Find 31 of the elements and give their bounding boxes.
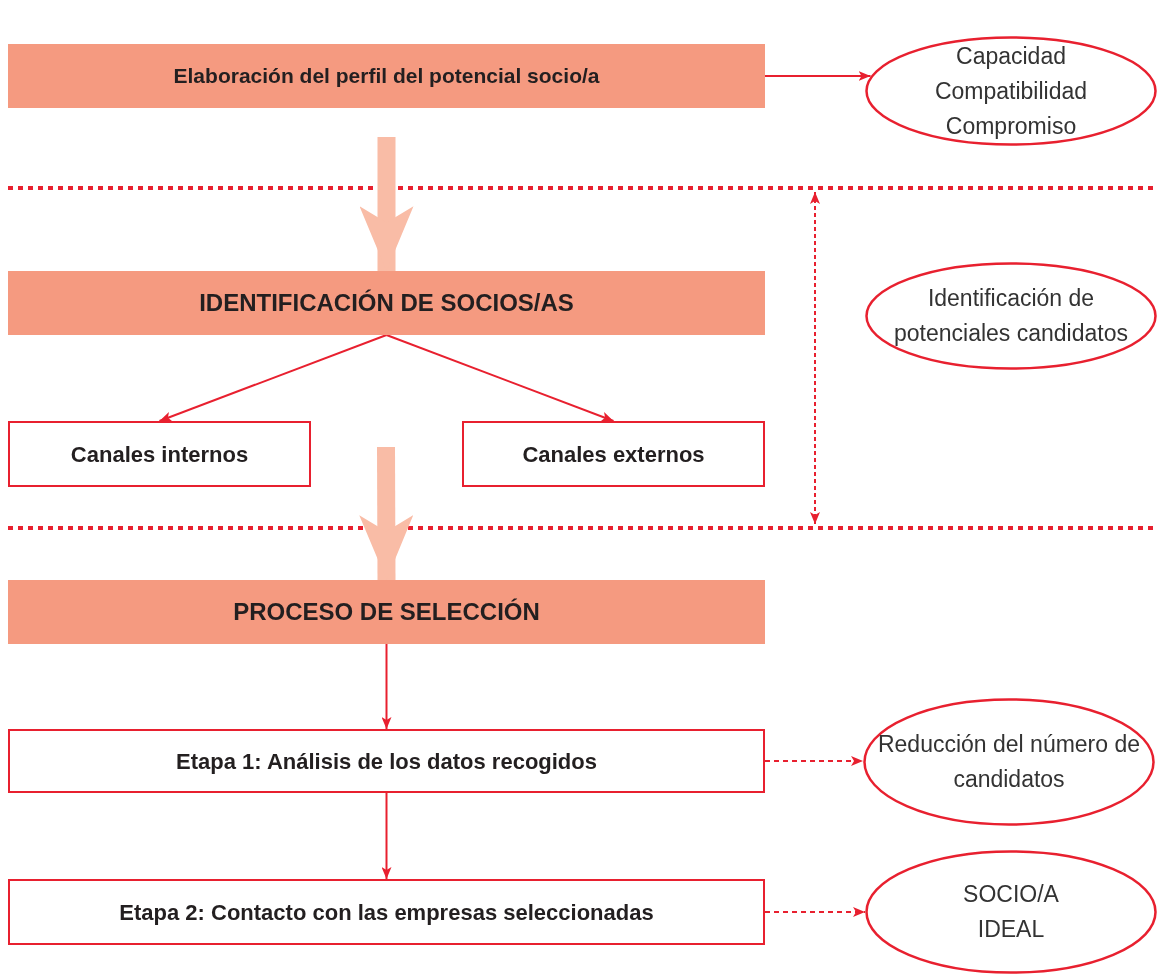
step-box: [462, 421, 765, 487]
outcome-ellipse: [863, 698, 1155, 826]
step-label: Canales internos: [70, 440, 249, 469]
arrow: [764, 907, 866, 917]
arrow: [359, 137, 414, 271]
step-label: Canales externos: [522, 440, 705, 469]
step-label: Etapa 2: Contacto con las empresas seleccionadas: [119, 898, 654, 927]
arrow: [764, 756, 864, 766]
step-box: [8, 729, 765, 793]
stage-bar: [8, 271, 765, 335]
ellipse-text: SOCIO/A IDEAL: [962, 880, 1060, 944]
arrow: [359, 446, 414, 581]
stage-title: IDENTIFICACIÓN DE SOCIOS/AS: [199, 288, 574, 318]
outcome-ellipse: [865, 36, 1157, 146]
step-box: [8, 879, 765, 945]
stage-title: PROCESO DE SELECCIÓN: [233, 597, 540, 627]
stage-title: Elaboración del perfil del potencial socio/a: [173, 63, 600, 90]
ellipse-text: Reducción del número de candidatos: [876, 730, 1142, 794]
arrow: [385, 334, 615, 422]
arrow: [764, 71, 872, 81]
stage-bar: [8, 580, 765, 644]
ellipse-text: Capacidad Compatibilidad Compromiso: [933, 41, 1089, 141]
stage-bar: [8, 44, 765, 108]
ellipse-text: Identificación de potenciales candidatos: [893, 284, 1129, 348]
step-box: [8, 421, 311, 487]
arrow: [381, 643, 392, 730]
outcome-ellipse: [865, 850, 1157, 974]
outcome-ellipse: [865, 262, 1157, 370]
arrow: [158, 334, 388, 422]
arrow: [381, 792, 392, 880]
step-label: Etapa 1: Análisis de los datos recogidos: [176, 747, 597, 776]
